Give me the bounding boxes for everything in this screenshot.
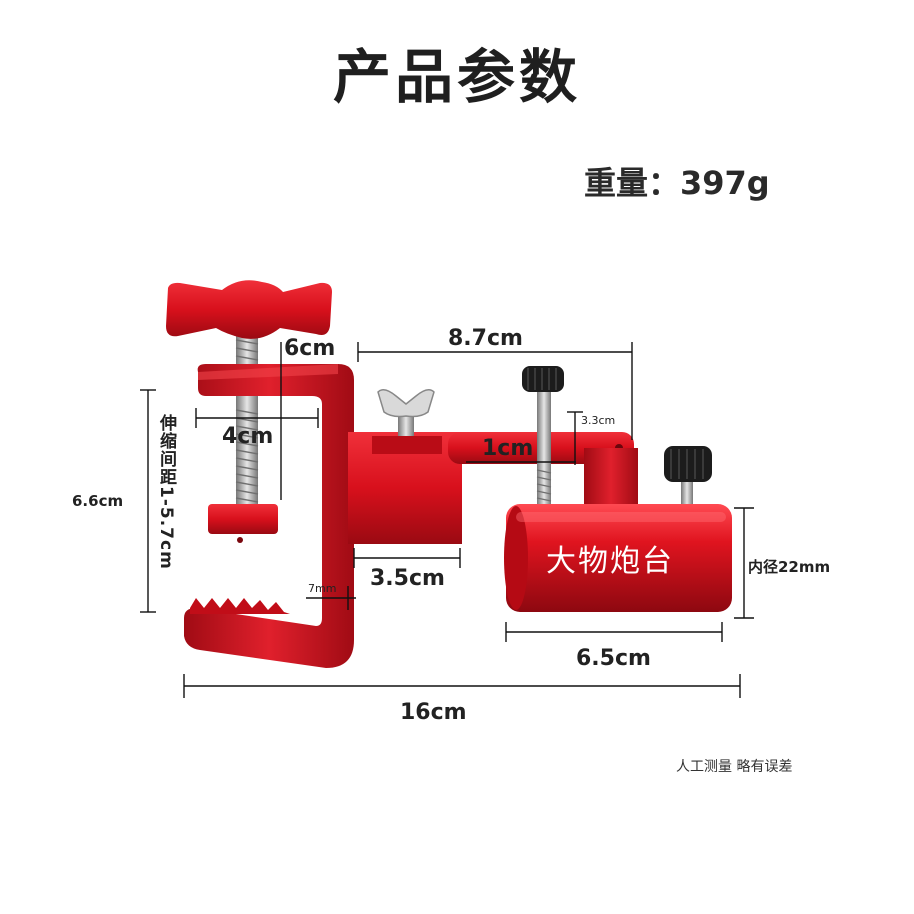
measurement-note: 人工测量 略有误差	[676, 759, 793, 775]
brand-label: 大物炮台	[546, 544, 674, 579]
dimension-lines	[140, 342, 754, 698]
weight-label: 重量：397g	[584, 164, 770, 202]
dim-plate-thickness: 7mm	[308, 582, 337, 595]
dim-total-height: 6.6cm	[72, 492, 124, 510]
page-title: 产品参数	[332, 43, 581, 111]
wing-nut	[377, 389, 435, 436]
dim-arm-length: 8.7cm	[448, 326, 523, 351]
dim-stretch-range: 伸缩间距1-5.7cm	[156, 414, 176, 570]
dim-clamp-jaw: 4cm	[222, 424, 274, 449]
upper-knob-screw	[522, 366, 564, 510]
dim-block-width: 3.5cm	[370, 566, 445, 591]
dim-post-height: 3.3cm	[581, 414, 616, 427]
dim-arm-offset: 1cm	[482, 436, 534, 461]
dim-clamp-depth: 6cm	[284, 336, 336, 361]
tube-holder	[506, 504, 732, 612]
dim-total-length: 16cm	[400, 700, 467, 725]
jaw-teeth	[190, 598, 290, 614]
wing-knob	[166, 280, 332, 339]
side-knob	[664, 446, 712, 508]
dim-inner-diameter: 内径22mm	[748, 558, 831, 576]
clamp-pad	[208, 504, 278, 534]
dim-tube-length: 6.5cm	[576, 646, 651, 671]
c-clamp-frame	[184, 364, 354, 668]
